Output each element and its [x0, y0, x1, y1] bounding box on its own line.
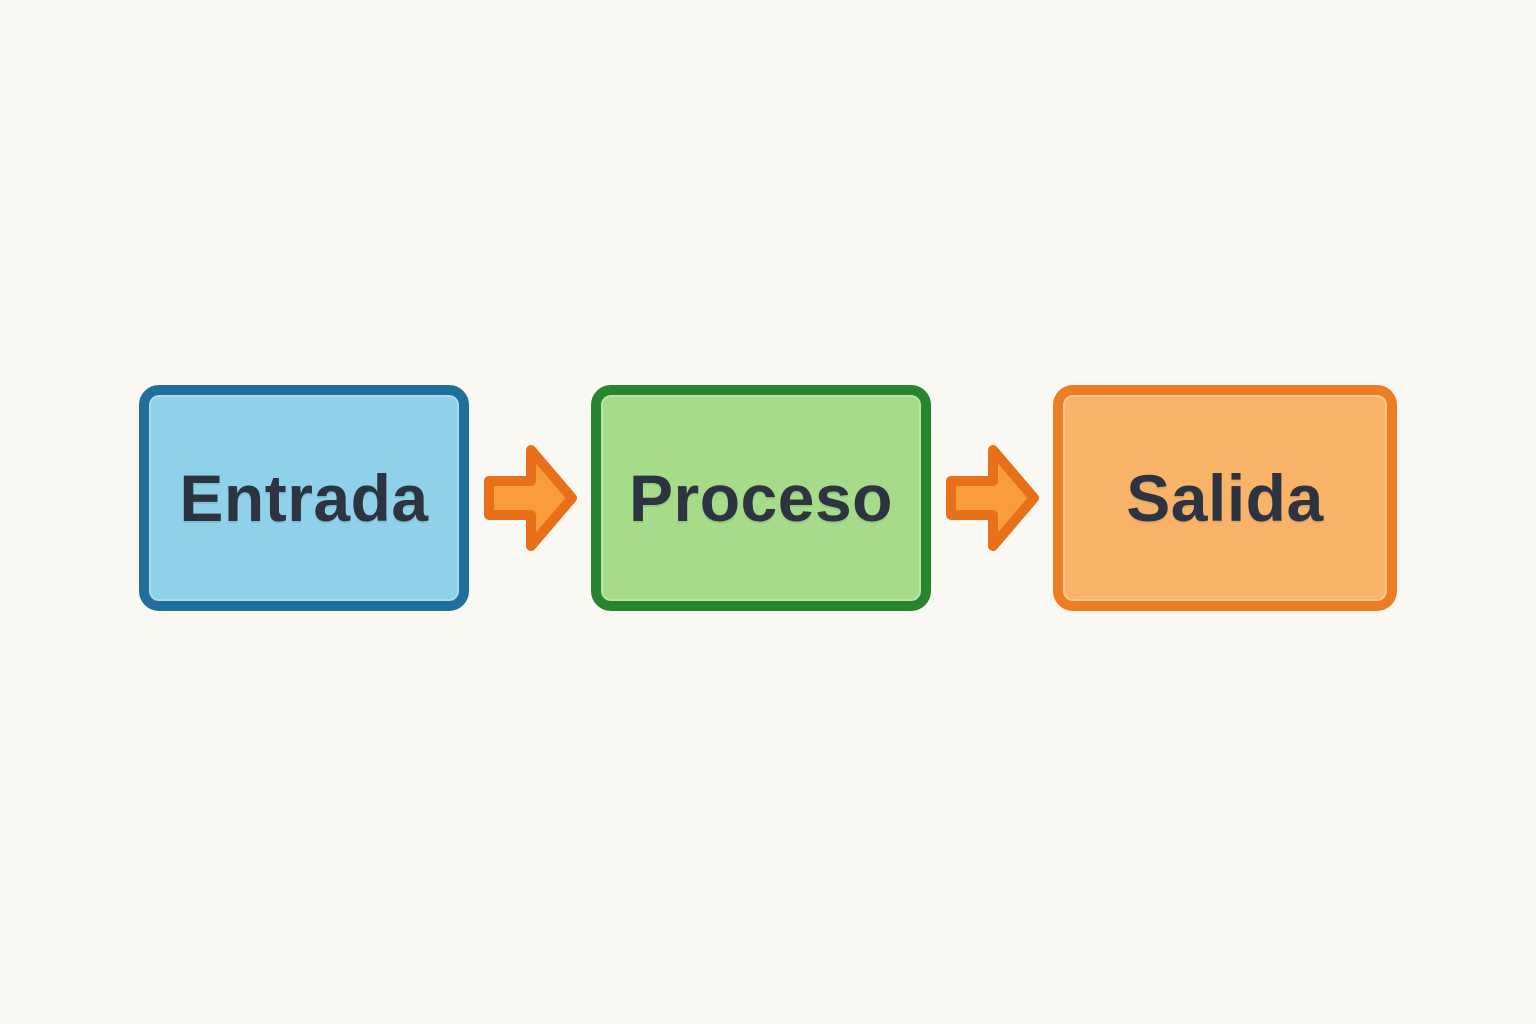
right-arrow-shape: [946, 445, 1039, 551]
node-salida-label: Salida: [1126, 461, 1324, 535]
node-entrada-label: Entrada: [179, 461, 429, 535]
node-salida: Salida: [1053, 385, 1397, 611]
arrow-entrada-to-proceso: [469, 436, 591, 560]
node-proceso: Proceso: [591, 385, 931, 611]
flow-diagram: Entrada Proceso Salida: [139, 385, 1397, 611]
arrow-proceso-to-salida: [931, 436, 1053, 560]
right-arrow-icon: [946, 445, 1039, 551]
node-entrada: Entrada: [139, 385, 469, 611]
node-proceso-label: Proceso: [629, 461, 893, 535]
right-arrow-icon: [484, 445, 577, 551]
right-arrow-shape: [484, 445, 577, 551]
